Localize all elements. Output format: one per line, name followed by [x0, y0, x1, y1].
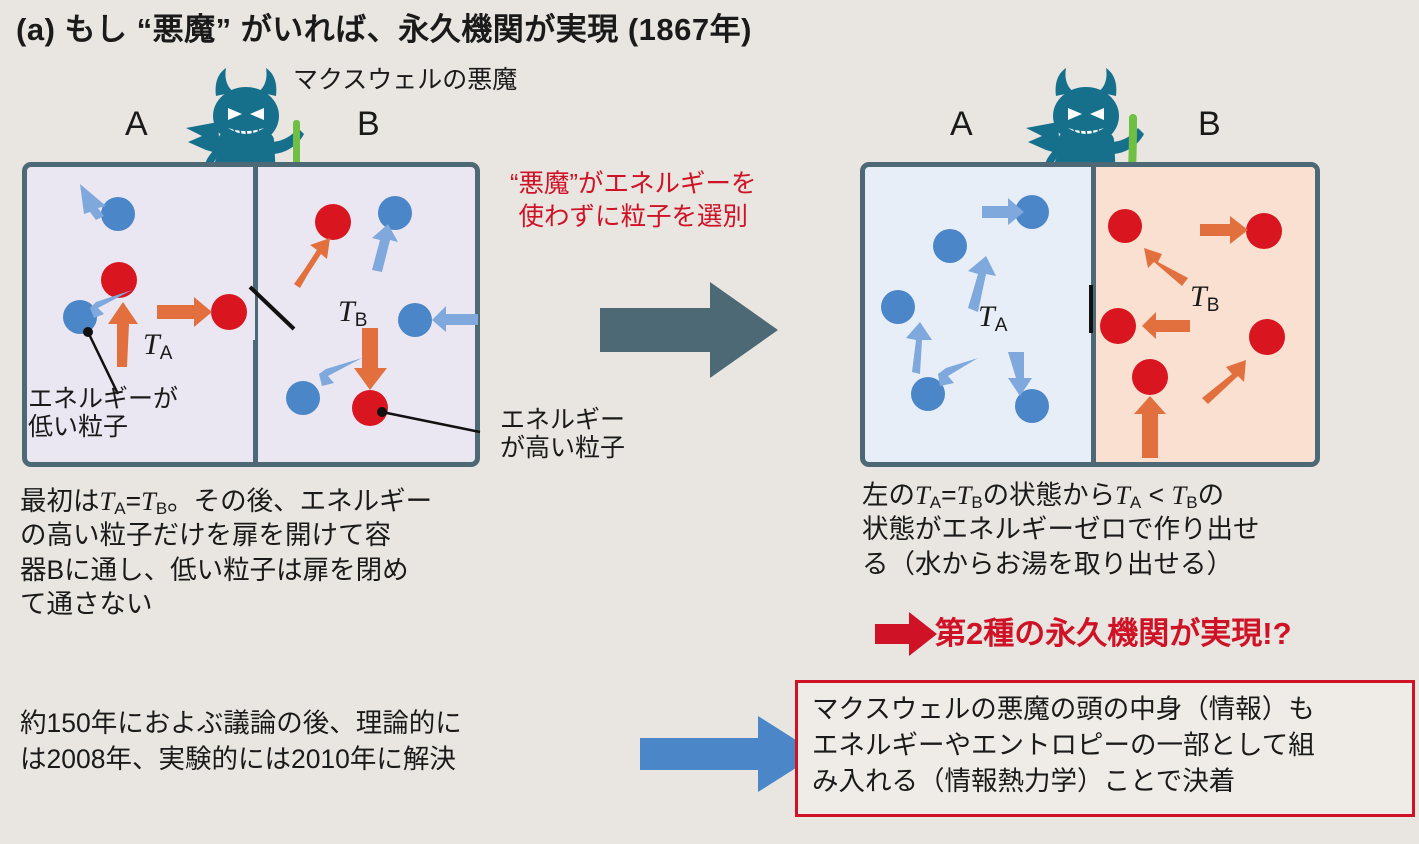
middle-caption: “悪魔”がエネルギーを 使わずに粒子を選別 [510, 170, 757, 232]
left-vessel-particles-layer [63, 184, 481, 434]
conclusion-text: 第2種の永久機関が実現!? [935, 616, 1292, 651]
maxwell-demon-icon-left [186, 68, 304, 178]
callout-low-energy-particle: エネルギーが 低い粒子 [28, 385, 179, 441]
vessel-divider-right [1091, 167, 1096, 462]
chamber-letter-a-left: A [125, 105, 148, 143]
demon-label-left: マクスウェルの悪魔 [293, 66, 518, 94]
door-closed-right-icon [1089, 285, 1093, 333]
door-open-left-icon [248, 285, 296, 331]
blue-right-arrow-icon [640, 716, 818, 792]
door-opening-left [248, 290, 255, 340]
chamber-letter-b-right: B [1198, 105, 1221, 143]
temp-label-b-right: TB [1190, 280, 1220, 316]
temp-label-b-left: TB [338, 295, 368, 331]
temp-label-a-left: TA [143, 328, 173, 364]
left-panel-caption: 最初はTA=TB。その後、エネルギーの高い粒子だけを扉を開けて容器Bに通し、低い… [20, 486, 433, 620]
bottom-left-text: 約150年におよぶ議論の後、理論的に は2008年、実験的には2010年に解決 [20, 708, 462, 774]
gray-right-arrow-icon [600, 282, 778, 378]
result-box-text: マクスウェルの悪魔の頭の中身（情報）も エネルギーやエントロピーの一部として組 … [812, 694, 1315, 796]
red-right-arrow-icon [875, 612, 937, 656]
right-panel-caption: 左のTA=TBの状態からTA < TBの状態がエネルギーゼロで作り出せる（水から… [862, 480, 1260, 579]
callout-high-energy-particle: エネルギー が高い粒子 [500, 406, 626, 462]
right-vessel-particles-layer [881, 195, 1285, 458]
result-box: マクスウェルの悪魔の頭の中身（情報）も エネルギーやエントロピーの一部として組 … [795, 680, 1415, 817]
vessel-divider-left [253, 167, 258, 462]
figure-title: (a) もし “悪魔” がいれば、永久機関が実現 (1867年) [16, 12, 752, 47]
temp-label-a-right: TA [978, 300, 1008, 336]
chamber-letter-b-left: B [357, 105, 380, 143]
chamber-letter-a-right: A [950, 105, 973, 143]
